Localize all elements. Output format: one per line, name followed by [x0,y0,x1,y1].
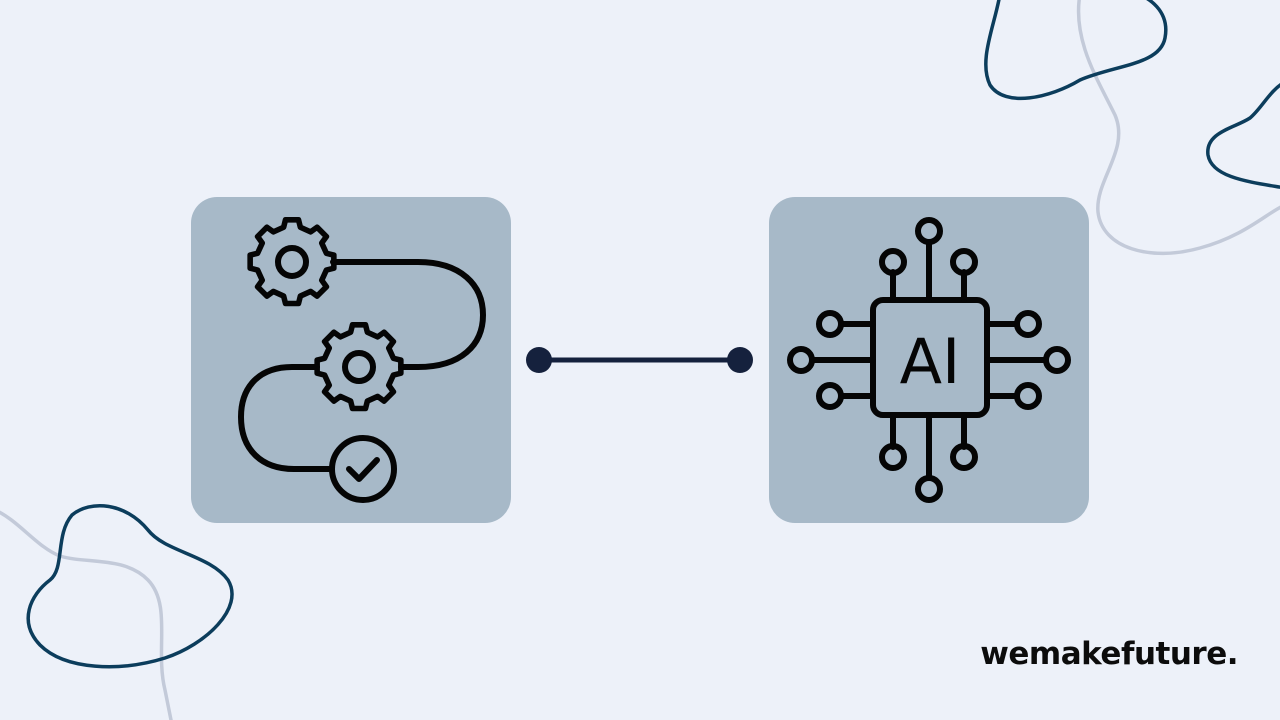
check-circle-icon [329,435,397,503]
blob-right-edge-dark [1206,83,1280,189]
ai-chip-icon: AI [787,217,1071,503]
workflow-card [191,197,511,523]
workflow-gears-icon [238,217,486,503]
blob-top-right-dark [984,0,1168,101]
gear-icon [314,322,404,412]
connector-start-dot [526,347,552,373]
ai-card: AI [769,197,1089,523]
brand-logo-text: wemakefuture. [980,636,1238,672]
ai-chip-label: AI [900,325,961,398]
blob-top-right-light [1076,0,1280,256]
connector-end-dot [727,347,753,373]
blob-bottom-left-light [0,510,173,720]
connector-line [526,347,753,373]
blob-bottom-left-dark [26,503,234,669]
gear-icon [247,217,337,307]
